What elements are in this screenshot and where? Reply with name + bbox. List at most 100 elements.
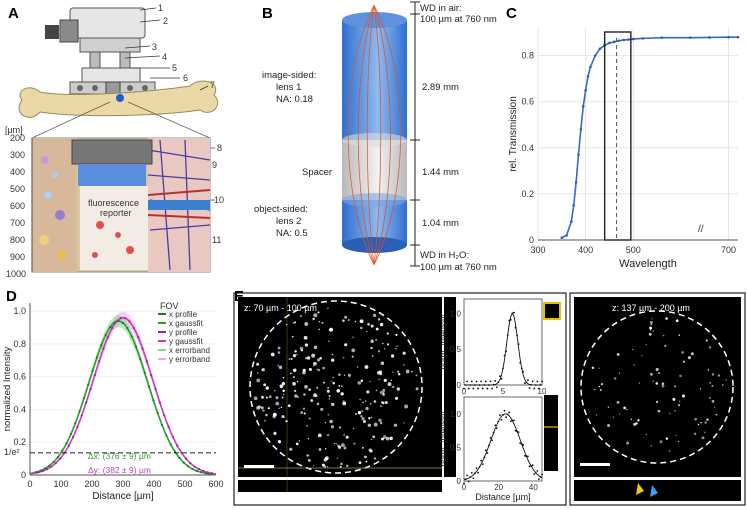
- cell-dot: [285, 420, 288, 423]
- highlight-box: [603, 31, 632, 241]
- inset-data-point: [541, 473, 543, 476]
- x-profile-point: [195, 469, 198, 472]
- cell-dot: [280, 406, 283, 409]
- cell-dot: [389, 436, 393, 441]
- cell-dot: [403, 422, 405, 424]
- inset-data-point: [528, 465, 531, 468]
- y-tick-label: 0: [457, 381, 462, 390]
- inset-data-point: [536, 470, 539, 472]
- cell-dot: [661, 382, 665, 385]
- cell-dot: [618, 372, 621, 374]
- cell-dot: [343, 374, 346, 376]
- reporter-label: fluorescence: [88, 198, 139, 208]
- y-tick-label: 0: [21, 470, 26, 480]
- inset-data-point: [480, 459, 483, 462]
- cell-dot: [367, 322, 370, 326]
- cell-dot: [656, 400, 659, 403]
- cell-dot: [382, 342, 384, 345]
- cell-dot: [626, 408, 628, 411]
- inset-data-point: [484, 380, 487, 383]
- cell-dot: [256, 372, 259, 374]
- cell-dot: [681, 351, 684, 354]
- inset-data-point: [508, 411, 511, 414]
- cell-dot: [403, 364, 405, 366]
- dx-label: Δx: (376 ± 9) µm: [88, 451, 151, 461]
- x-profile-point: [126, 327, 129, 330]
- cell-dot: [386, 343, 390, 346]
- data-point: [617, 39, 621, 42]
- data-point: [627, 38, 630, 41]
- inset-data-point: [514, 429, 517, 432]
- cell-dot: [294, 394, 298, 398]
- data-point: [598, 47, 602, 51]
- x-profile-point: [121, 321, 125, 325]
- data-point: [622, 38, 626, 42]
- inset-data-point: [480, 380, 483, 383]
- cell-dot: [593, 388, 596, 391]
- cell-dot: [379, 322, 384, 327]
- cell-dot: [359, 398, 361, 401]
- cell-dot: [697, 423, 700, 426]
- cell-dot: [379, 370, 383, 374]
- inset-fit-line: [463, 413, 543, 481]
- cell-dot: [336, 389, 341, 393]
- cell-dot: [299, 346, 304, 351]
- cell-dot: [607, 424, 611, 428]
- cell-dot: [330, 425, 335, 429]
- cell-dot: [338, 373, 341, 376]
- cell-dot: [607, 406, 610, 408]
- cell-dot: [382, 435, 387, 439]
- cell-dot: [338, 445, 342, 449]
- cell-dot: [375, 327, 379, 331]
- cell-dot: [370, 339, 374, 344]
- inset-data-point: [489, 380, 492, 383]
- cell-dot: [253, 396, 258, 401]
- cell-dot: [402, 351, 406, 355]
- cell-dot: [390, 354, 395, 358]
- cell-dot: [382, 392, 385, 394]
- cell-dot: [383, 348, 386, 350]
- y-profile-point: [132, 326, 135, 330]
- cell-dot: [285, 323, 288, 326]
- data-point: [631, 37, 635, 41]
- cell-dot: [678, 334, 681, 336]
- cell-dot: [256, 378, 261, 383]
- cell-dot: [296, 353, 298, 356]
- callout-5: 5: [172, 63, 177, 73]
- cell-dot: [364, 455, 367, 459]
- y-tick-label: 1.0: [13, 306, 26, 316]
- inset-data-point: [495, 386, 498, 389]
- legend-label: y profile: [169, 328, 198, 337]
- x-tick-label: 500: [177, 479, 192, 489]
- cell-dot: [273, 389, 276, 392]
- spacer-label: Spacer: [302, 167, 332, 178]
- y-profile-point: [89, 387, 92, 391]
- cell-dot: [598, 367, 600, 369]
- cell-dot: [395, 333, 398, 337]
- cell-dot: [340, 462, 343, 466]
- y-tick-label: 0.2: [521, 189, 534, 199]
- cell-dot: [316, 386, 319, 389]
- cell-dot: [265, 413, 268, 417]
- cell-dot: [395, 347, 397, 350]
- inset-data-point: [519, 442, 522, 445]
- cell-dot: [708, 346, 712, 349]
- cell-dot: [352, 428, 355, 430]
- cell-dot: [307, 458, 311, 462]
- inset-cell-thumbnail: [543, 302, 561, 320]
- panel-e-right-frame: [569, 292, 746, 506]
- inset-data-point: [503, 409, 506, 412]
- inset-data-point: [500, 377, 503, 380]
- inset-data-point: [477, 387, 479, 390]
- inset-data-point: [475, 467, 478, 470]
- x-tick-label: 0: [27, 479, 32, 489]
- data-point: [589, 65, 592, 69]
- cell-dot: [329, 327, 334, 332]
- depth-tick: 1000: [6, 269, 26, 279]
- inset-data-point: [477, 471, 479, 474]
- data-point: [708, 36, 711, 39]
- x-axis-label: Distance [µm]: [92, 491, 154, 502]
- image-yz-left: [444, 297, 456, 477]
- inset-data-point: [513, 419, 515, 422]
- cell-dot: [267, 407, 270, 410]
